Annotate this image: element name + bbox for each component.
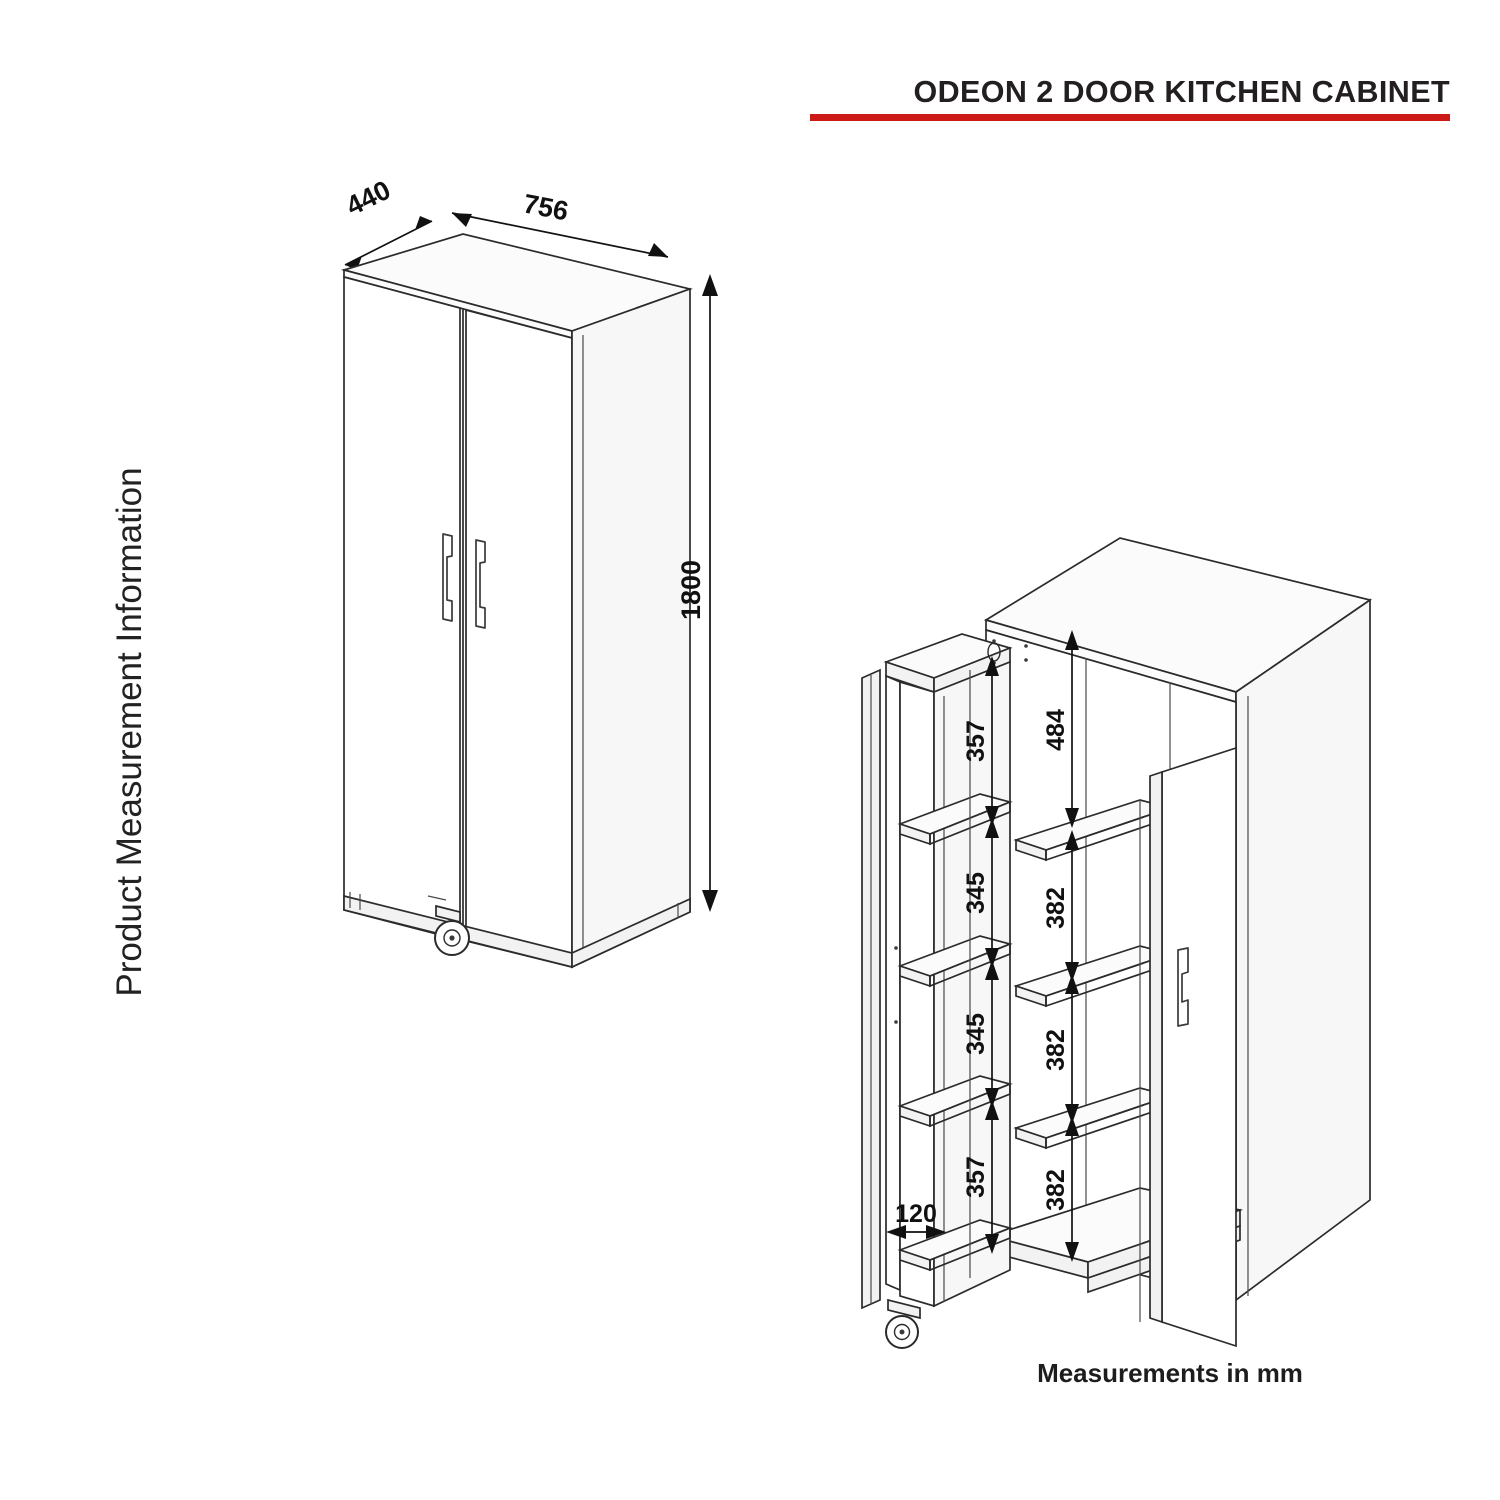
title-underline-rule (810, 114, 1450, 122)
pullout-shelf-1 (897, 793, 1013, 846)
side-caption: Product Measurement Information (110, 467, 149, 997)
dimension-main-gap-1-label: 484 (1042, 709, 1070, 751)
dimension-height-1800-label: 1800 (676, 560, 706, 620)
dimension-pullout-gap-4-label: 357 (962, 1156, 990, 1198)
door-latch-mark (427, 895, 447, 901)
dimension-main-gap-3: 382 (1042, 974, 1079, 1124)
dimension-pullout-width-120: 120 (886, 1200, 946, 1239)
dimension-main-gap-4-label: 382 (1042, 1169, 1070, 1211)
dimension-pullout-gap-3-label: 345 (962, 1013, 990, 1055)
closed-cabinet-drawing: 440 756 (340, 175, 718, 969)
dimension-main-gap-2: 382 (1042, 830, 1079, 982)
title-block: ODEON 2 DOOR KITCHEN CABINET (810, 75, 1450, 122)
panel-drill-mark-2 (894, 1020, 898, 1024)
panel-drill-mark-1 (894, 946, 898, 950)
footer-caption: Measurements in mm (1037, 1358, 1303, 1388)
dimension-pullout-gap-1: 357 (962, 656, 999, 826)
page-title: ODEON 2 DOOR KITCHEN CABINET (913, 75, 1450, 109)
open-cabinet-caster-wheel (885, 1298, 921, 1349)
cabinet-handle-right[interactable] (475, 539, 486, 629)
pullout-shelf-2 (897, 935, 1013, 988)
cabinet-side-panel-right (571, 287, 691, 969)
pullout-shelf-4 (897, 1219, 1013, 1272)
open-cabinet-drawing: 357 345 345 357 484 (861, 537, 1373, 1349)
dimension-depth-440-label: 440 (341, 175, 395, 222)
dimension-pullout-gap-1-label: 357 (962, 720, 990, 762)
open-cabinet-door (1161, 746, 1237, 1348)
hinge-detail-marks (987, 639, 1028, 665)
pullout-shelf-3 (897, 1075, 1013, 1128)
dimension-pullout-gap-3: 345 (962, 960, 999, 1108)
dimension-pullout-gap-4: 357 (962, 1100, 999, 1254)
dimension-height-1800: 1800 (676, 274, 718, 912)
dimension-pullout-width-120-label: 120 (895, 1200, 937, 1228)
cabinet-door-right (465, 308, 573, 969)
dimension-pullout-gap-2-label: 345 (962, 872, 990, 914)
open-cabinet-door-edge (1149, 770, 1163, 1324)
open-cabinet-side-panel-right (1235, 598, 1371, 1302)
dimension-width-756-label: 756 (521, 188, 571, 226)
open-cabinet-door-handle[interactable] (1177, 947, 1189, 1027)
dimension-main-gap-1: 484 (1042, 630, 1079, 828)
dimension-main-gap-2-label: 382 (1042, 887, 1070, 929)
cabinet-handle-left[interactable] (442, 533, 453, 622)
cabinet-caster-wheel (434, 904, 470, 956)
dimension-main-gap-3-label: 382 (1042, 1029, 1070, 1071)
dimension-pullout-gap-2: 345 (962, 818, 999, 968)
cabinet-plinth-side (571, 897, 691, 969)
dimension-main-gap-4: 382 (1042, 1116, 1079, 1262)
